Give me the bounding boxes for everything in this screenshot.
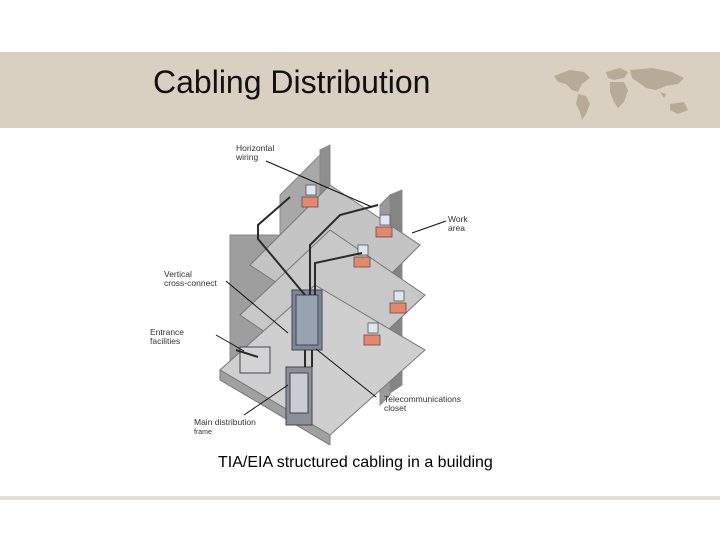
work-area-desks (301, 184, 407, 346)
top-divider (0, 52, 720, 55)
label-entrance-facilities: Entrance facilities (150, 327, 185, 346)
label-work-area: Work area (448, 214, 468, 233)
building-cabling-diagram (215, 144, 447, 445)
label-main-distribution-sub: frame (194, 429, 212, 436)
title-band (0, 55, 720, 128)
world-map-icon (554, 68, 688, 120)
figure-caption: TIA/EIA structured cabling in a building (218, 454, 493, 471)
label-vertical-cross-connect: Vertical cross-connect (164, 269, 217, 288)
cable-runs (235, 196, 379, 367)
label-horizontal-wiring: Horizontal wiring (236, 143, 275, 162)
telecom-closet-rack (239, 289, 323, 426)
slide-title: Cabling Distribution (153, 64, 431, 100)
label-leaders (215, 160, 447, 416)
bottom-divider (0, 496, 720, 500)
label-telecom-closet: Telecommunications closet (384, 394, 462, 413)
label-main-distribution: Main distribution (194, 417, 256, 427)
